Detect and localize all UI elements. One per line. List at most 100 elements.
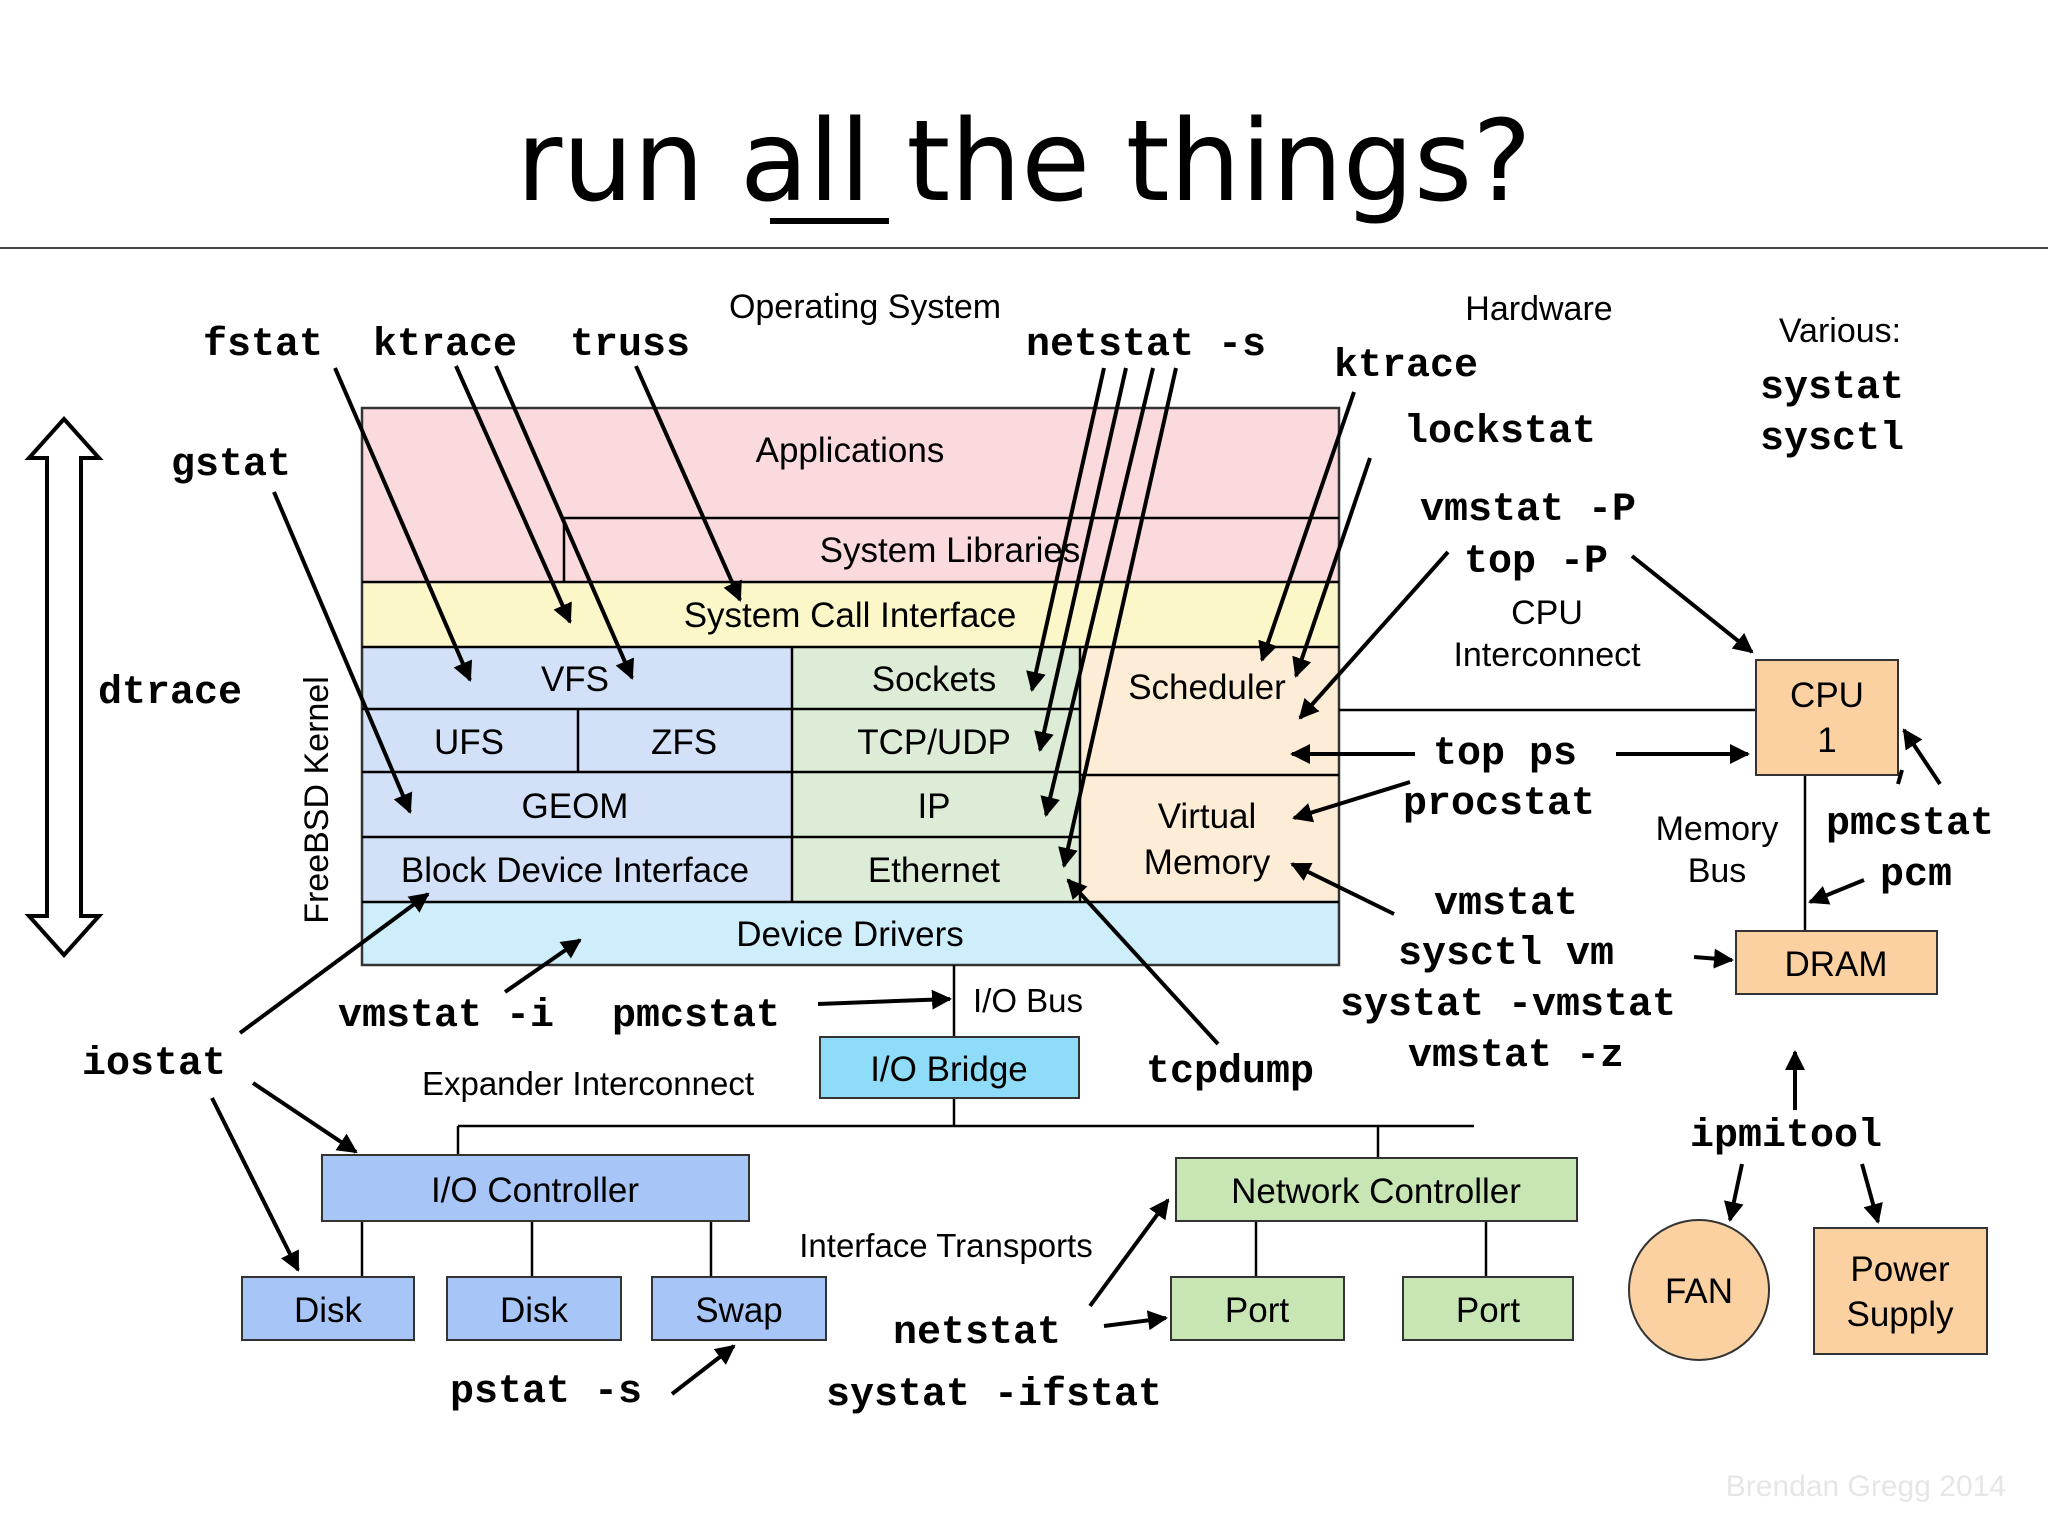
tool-systat-ifstat: systat -ifstat (826, 1373, 1162, 1418)
arrow (454, 365, 572, 624)
arrow (1292, 780, 1411, 823)
tool-netstat-s: netstat -s (1026, 323, 1266, 368)
slide-title: run all the things? (516, 97, 1531, 227)
tool-vmstat-z: vmstat -z (1408, 1034, 1624, 1079)
io-controller-label: I/O Controller (431, 1171, 639, 1210)
arrow (1902, 728, 1942, 786)
memory-bus-label-2: Bus (1688, 852, 1747, 890)
cpu-label-1: CPU (1790, 676, 1864, 715)
system-libraries-label: System Libraries (820, 531, 1081, 570)
fan-label: FAN (1665, 1272, 1733, 1311)
tool-netstat: netstat (893, 1311, 1061, 1356)
syscall-layer (362, 582, 1339, 647)
tool-vmstat-i: vmstat -i (338, 994, 554, 1039)
expander-interconnect-label: Expander Interconnect (422, 1065, 754, 1102)
tool-systat-vmstat: systat -vmstat (1340, 983, 1676, 1028)
ip-label: IP (917, 787, 950, 826)
dram-box (1735, 930, 1938, 995)
tool-truss: truss (570, 323, 690, 368)
tool-pmcstat-hw: pmcstat (1826, 802, 1994, 847)
port-label-2: Port (1456, 1291, 1520, 1330)
arrow-stub (1896, 769, 1904, 785)
cpu-interconnect-label-1: CPU (1511, 594, 1583, 632)
device-drivers-layer (362, 902, 1339, 965)
network-controller-label: Network Controller (1231, 1172, 1521, 1211)
tool-iostat: iostat (82, 1042, 226, 1087)
kernel-outline (360, 406, 1341, 967)
fan-circle (1628, 1219, 1770, 1361)
arrow (1860, 1163, 1883, 1224)
port-label-1: Port (1225, 1291, 1289, 1330)
device-drivers-label: Device Drivers (736, 915, 964, 954)
virtual-memory-label-2: Memory (1144, 843, 1271, 882)
tcp-udp-label: TCP/UDP (857, 723, 1011, 762)
watermark: Brendan Gregg 2014 (1726, 1470, 2006, 1503)
tool-tcpdump: tcpdump (1146, 1050, 1314, 1095)
dtrace-scope-arrow (24, 416, 104, 958)
arrow (503, 938, 582, 994)
tool-procstat: procstat (1403, 782, 1595, 827)
various-label: Various: (1779, 312, 1901, 350)
tool-arrows (210, 365, 1942, 1396)
swap-label: Swap (695, 1291, 783, 1330)
tool-dtrace: dtrace (98, 671, 242, 716)
arrow (1088, 1198, 1170, 1308)
arrow (238, 892, 430, 1035)
arrow (1103, 1310, 1168, 1331)
tool-fstat: fstat (203, 323, 323, 368)
arrow (1693, 948, 1734, 969)
arrow (670, 1344, 736, 1396)
tool-sysctl-vm: sysctl vm (1398, 932, 1614, 977)
tool-ipmitool: ipmitool (1690, 1114, 1882, 1159)
tool-lockstat: lockstat (1404, 410, 1596, 455)
disk-box-2 (446, 1276, 622, 1341)
power-supply-label-1: Power (1850, 1250, 1950, 1289)
tool-sysctl: sysctl (1760, 417, 1904, 462)
tool-vmstat-p: vmstat -P (1420, 488, 1636, 533)
port-box-1 (1170, 1276, 1345, 1341)
storage-stack (362, 647, 792, 902)
arrow (1058, 367, 1178, 868)
geom-label: GEOM (522, 787, 629, 826)
arrow (1026, 367, 1106, 692)
tool-top-ps: top ps (1433, 732, 1577, 777)
arrow (251, 1081, 358, 1154)
arrow (1040, 367, 1155, 817)
block-device-interface-label: Block Device Interface (401, 851, 749, 890)
io-bus-label: I/O Bus (973, 982, 1083, 1019)
arrow (494, 365, 634, 680)
arrow (1723, 1163, 1744, 1222)
arrow (1298, 550, 1450, 720)
vfs-label: VFS (541, 660, 609, 699)
sockets-label: Sockets (872, 660, 997, 699)
arrow (1808, 878, 1865, 905)
dram-label: DRAM (1784, 945, 1887, 984)
cpu-interconnect-label-2: Interconnect (1453, 636, 1641, 674)
tool-vmstat: vmstat (1434, 882, 1578, 927)
tool-systat: systat (1760, 366, 1904, 411)
cpu-box (1755, 659, 1899, 776)
scheduler-label: Scheduler (1128, 668, 1286, 707)
hardware-label: Hardware (1465, 290, 1612, 328)
ethernet-label: Ethernet (868, 851, 1001, 890)
arrow (1034, 367, 1128, 752)
arrow (1292, 457, 1372, 678)
interface-transports-label: Interface Transports (799, 1227, 1092, 1264)
power-supply-label-2: Supply (1846, 1295, 1954, 1334)
arrow (333, 367, 473, 682)
network-controller-box (1175, 1157, 1578, 1222)
io-bridge-label: I/O Bridge (870, 1050, 1028, 1089)
arrow (634, 365, 742, 602)
kernel-label: FreeBSD Kernel (298, 676, 336, 924)
arrow (272, 491, 413, 814)
io-bridge-box (819, 1036, 1080, 1099)
tool-ktrace-hw: ktrace (1334, 344, 1478, 389)
tool-pmcstat: pmcstat (612, 994, 780, 1039)
cpu-label-2: 1 (1817, 721, 1836, 760)
tool-top-p: top -P (1464, 540, 1608, 585)
zfs-label: ZFS (651, 723, 717, 762)
memory-bus-label-1: Memory (1656, 810, 1779, 848)
tool-ktrace: ktrace (373, 323, 517, 368)
